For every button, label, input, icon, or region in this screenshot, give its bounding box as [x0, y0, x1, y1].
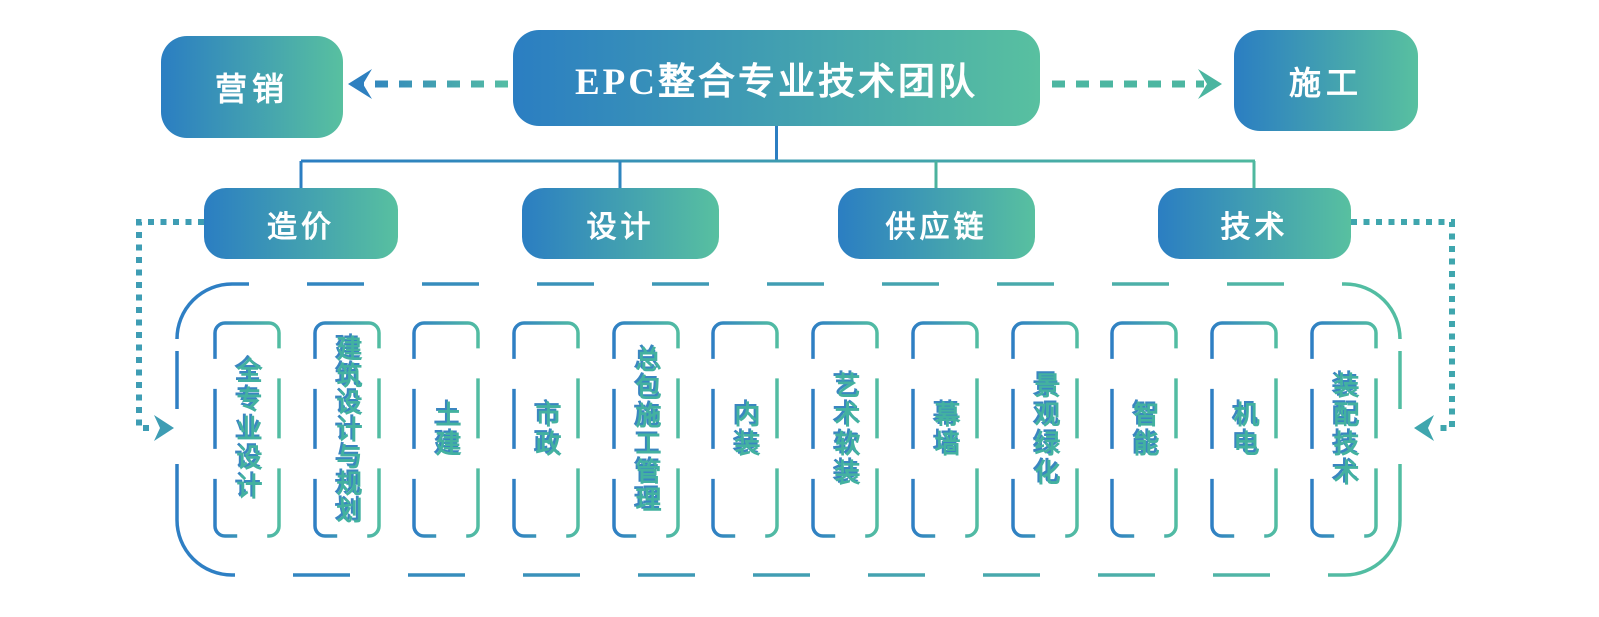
node-dept-technology: 技术	[1158, 188, 1351, 259]
specialty-box-border-2	[313, 321, 381, 538]
specialty-label-landscape-greening: 景观绿化	[1031, 371, 1060, 488]
specialty-box-border-6	[711, 321, 779, 538]
arrowhead-left-icon	[348, 69, 372, 99]
specialty-label-general-contracting-mgmt: 总包施工管理	[632, 345, 661, 514]
specialty-box-border-3	[412, 321, 480, 538]
node-marketing: 营销	[161, 36, 343, 138]
specialty-label-municipal: 市政	[532, 400, 561, 459]
specialty-box-border-12	[1310, 321, 1378, 538]
node-dept-design: 设计	[522, 188, 719, 259]
node-dept-cost: 造价	[204, 188, 398, 259]
dotted-arrowhead-right-icon	[1414, 415, 1434, 441]
specialty-box-border-10	[1110, 321, 1178, 538]
specialty-label-civil-construction: 土建	[432, 400, 461, 459]
node-construction: 施工	[1234, 30, 1418, 131]
specialty-label-mechanical-electrical: 机电	[1230, 400, 1259, 459]
dotted-path-right	[1351, 219, 1455, 431]
specialty-box-border-5	[612, 321, 680, 538]
node-epc-team: EPC整合专业技术团队	[513, 30, 1040, 126]
specialty-box-border-11	[1210, 321, 1278, 538]
container-corner-tr	[1344, 282, 1402, 340]
specialty-box-border-4	[512, 321, 580, 538]
dotted-path-left	[136, 219, 204, 431]
specialty-label-arch-design-planning: 建筑设计与规划	[333, 335, 362, 524]
specialty-label-interior: 内装	[731, 400, 760, 459]
specialty-label-assembly-technology: 装配技术	[1330, 371, 1359, 488]
container-corner-bl	[175, 519, 233, 577]
node-dept-supply-chain: 供应链	[838, 188, 1035, 259]
specialty-label-full-discipline-design: 全专业设计	[233, 357, 262, 502]
specialty-box-border-1	[213, 321, 281, 538]
specialty-label-art-soft-decoration: 艺术软装	[831, 371, 860, 488]
container-corner-br	[1344, 519, 1402, 577]
specialty-box-border-7	[811, 321, 879, 538]
container-corner-tl	[175, 282, 233, 340]
specialty-box-border-9	[1011, 321, 1079, 538]
specialty-box-border-8	[911, 321, 979, 538]
specialty-label-intelligence: 智能	[1130, 400, 1159, 459]
arrowhead-right-icon	[1198, 69, 1222, 99]
dotted-arrowhead-left-icon	[154, 415, 174, 441]
specialty-label-curtain-wall: 幕墙	[931, 400, 960, 459]
